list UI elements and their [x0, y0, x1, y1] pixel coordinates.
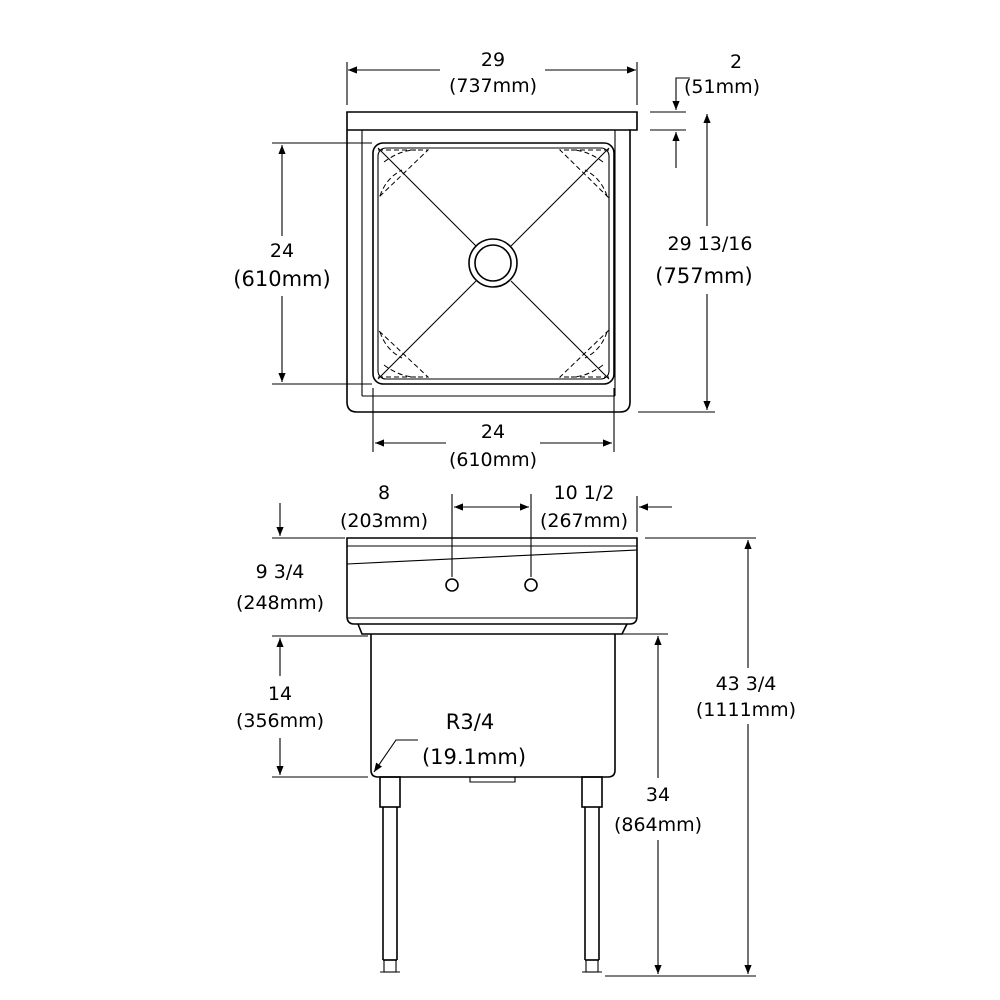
- slope-line-br: [510, 280, 610, 380]
- drain-outlet: [469, 777, 516, 783]
- dim-bowl-width-in: 24: [481, 421, 505, 443]
- dim-rim-height-in: 34: [646, 784, 670, 806]
- corner-detail-br: [558, 329, 610, 378]
- dim-faucet-side-in: 10 1/2: [554, 482, 615, 504]
- dim-top-depth-mm: (757mm): [655, 264, 752, 288]
- dim-corner-radius-in: R3/4: [446, 710, 494, 734]
- dim-bowl-width-mm: (610mm): [449, 449, 537, 471]
- dim-bowl-width: 24 (610mm): [372, 388, 615, 471]
- dim-bowl-height-in: 14: [268, 683, 292, 705]
- dim-bowl-height-mm: (356mm): [236, 710, 324, 732]
- top-view-outline: [346, 111, 638, 413]
- dim-faucet-offset-in: 8: [378, 482, 390, 504]
- dim-top-width: 29 (737mm): [346, 49, 638, 105]
- dim-rim-in: 2: [730, 51, 742, 73]
- faucet-hole-right: [524, 578, 538, 592]
- dim-faucet-side-mm: (267mm): [540, 510, 628, 532]
- dim-backsplash-mm: (248mm): [236, 592, 324, 614]
- dim-top-depth: 29 13/16 (757mm): [638, 114, 753, 413]
- backsplash-outline: [346, 537, 638, 625]
- top-view: 29 (737mm) 2 (51mm) 29 13/16 (757mm) 24: [233, 49, 760, 471]
- dim-top-width-mm: (737mm): [449, 75, 537, 97]
- bowl-inner: [377, 147, 610, 380]
- dim-rim: 2 (51mm): [650, 51, 760, 168]
- bowl-outer: [372, 142, 615, 385]
- front-view: 8 (203mm) 10 1/2 (267mm) 9 3/4 (248mm) 1…: [236, 482, 796, 977]
- dim-rim-height: 34 (864mm): [614, 633, 702, 974]
- dim-faucet-offset-mm: (203mm): [340, 510, 428, 532]
- drain-outer: [468, 238, 518, 288]
- dim-corner-radius-mm: (19.1mm): [422, 745, 526, 769]
- dim-backsplash: 9 3/4 (248mm): [236, 503, 345, 614]
- dim-bowl-depth-mm: (610mm): [233, 267, 330, 291]
- drain-inner: [474, 244, 512, 282]
- dim-rim-mm: (51mm): [684, 76, 760, 98]
- leg-left: [379, 776, 401, 973]
- dim-faucet: 8 (203mm) 10 1/2 (267mm): [340, 482, 672, 577]
- dim-backsplash-in: 9 3/4: [256, 561, 305, 583]
- corner-detail-bl: [377, 329, 430, 378]
- corner-detail-tl: [377, 149, 430, 199]
- dim-bowl-depth: 24 (610mm): [233, 142, 372, 385]
- dim-top-depth-in: 29 13/16: [668, 233, 753, 255]
- slope-line-tl: [377, 147, 477, 247]
- slope-line-bl: [377, 280, 477, 380]
- backsplash-bend-line: [346, 549, 638, 565]
- dim-overall-height-mm: (1111mm): [696, 699, 796, 721]
- corner-detail-tr: [558, 149, 610, 199]
- rim-lip: [357, 623, 628, 635]
- dim-top-width-in: 29: [481, 49, 505, 71]
- dim-bowl-depth-in: 24: [270, 240, 294, 262]
- bowl-body: [370, 634, 616, 778]
- leg-right: [581, 776, 603, 973]
- dim-overall-height: 43 3/4 (1111mm): [605, 537, 796, 977]
- faucet-hole-left: [445, 578, 459, 592]
- dim-rim-height-mm: (864mm): [614, 814, 702, 836]
- slope-line-tr: [510, 147, 610, 247]
- dim-overall-height-in: 43 3/4: [716, 673, 777, 695]
- dim-bowl-height: 14 (356mm): [236, 635, 368, 778]
- dim-corner-radius: R3/4 (19.1mm): [373, 710, 526, 773]
